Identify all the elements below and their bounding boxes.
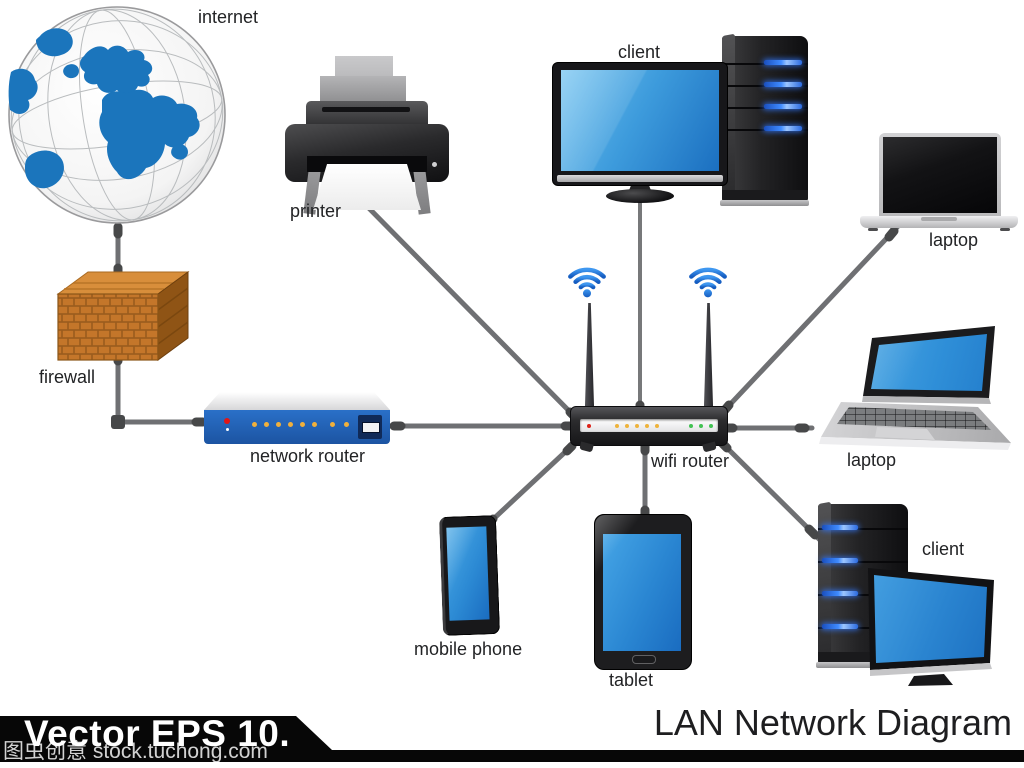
laptop-front-view [860,133,1018,231]
monitor-stand-neck [628,182,652,193]
firewall-front [57,293,159,361]
printer-output-paper [313,164,421,210]
wifi-router-device [570,406,728,446]
tower-led [764,126,802,131]
router-led-white [226,428,229,431]
internet-label: internet [198,7,259,27]
mobile-phone-label: mobile phone [414,639,523,659]
firewall-label: firewall [39,367,96,387]
router-led-amber [344,422,349,427]
cable-printer-wifi-router [344,183,581,423]
wifi-signal-icon-left [568,267,606,298]
phone-glare [446,526,490,621]
tower-groove [818,594,908,596]
network-router-device [204,392,390,444]
router-led-amber [312,422,317,427]
cable-laptop-top-wifi-router [719,220,904,416]
monitor-screen [561,70,719,171]
mobile-phone-device [438,515,501,636]
tablet-glare [595,515,691,669]
router-led-amber [288,422,293,427]
stock-watermark: 图虫创意 stock.tuchong.com [3,740,268,763]
wifi-router-label: wifi router [651,451,730,471]
tower-groove [818,528,908,530]
cable-client-bottom-wifi-router [717,438,825,545]
server-tower-top [720,33,810,206]
wifi-antenna-left [584,303,595,409]
laptop-open-3d [815,312,1024,460]
printer-device [278,52,458,215]
cable-connectors [113,186,899,540]
tablet-screen [603,534,681,651]
tower-led [764,104,802,109]
wifi-router-front-stripe [580,419,718,432]
monitor-screen [874,575,987,663]
wifi-signal-icon-right [689,267,727,298]
laptop-keyboard [837,407,991,430]
tablet-device [594,514,692,670]
router-led-red [224,418,230,424]
tower-led [764,60,802,65]
wifi-led-amber [615,424,619,428]
internet-globe [8,6,226,224]
laptop-hinge [862,396,991,404]
tower-groove [818,627,908,629]
router-led-amber [330,422,335,427]
network-router-top [204,392,390,410]
laptop-foot [868,228,878,231]
monitor-glare [561,70,719,171]
diagram-title: LAN Network Diagram [653,702,1012,743]
tower-led [822,558,858,563]
laptop-latch-notch [921,217,957,221]
client-top-label: client [618,42,661,62]
wifi-led-green [699,424,703,428]
globe-continents [8,28,200,189]
tablet-label: tablet [609,670,654,690]
laptop-base [860,216,1018,228]
printer-feed-slot [322,107,410,112]
banner-text: Vector EPS 10. [24,713,291,754]
wifi-led-green [689,424,693,428]
printer-label: printer [290,201,342,221]
laptop-trackpad [875,427,935,440]
laptop-mid-label: laptop [847,450,897,470]
printer-power-button [432,162,437,167]
tower-plinth [816,662,910,668]
wifi-led-green [709,424,713,428]
wifi-led-red [587,424,591,428]
laptop-screen [883,137,997,213]
firewall-brick-wall [56,271,190,361]
monitor-stand-base [606,189,674,203]
router-led-amber [252,422,257,427]
wifi-led-amber [635,424,639,428]
tablet-home-button [632,655,656,664]
router-led-amber [300,422,305,427]
tower-led [764,82,802,87]
router-usb-port [358,415,382,439]
cable-elbow-joint [111,415,125,429]
client-monitor-top [552,62,728,186]
wifi-led-amber [645,424,649,428]
cable-phone-wifi-router [485,438,580,527]
tower-led [822,624,858,629]
laptop-foot [1000,228,1010,231]
wifi-led-amber [625,424,629,428]
monitor-stand [908,674,953,686]
tower-led [822,591,858,596]
client-monitor-bottom [856,560,998,688]
tower-led [822,525,858,530]
tower-base [722,190,808,202]
wifi-led-amber [655,424,659,428]
tower-plinth [720,200,810,206]
laptop-top-label: laptop [929,230,979,250]
network-router-label: network router [250,446,366,466]
tower-groove [818,561,908,563]
router-led-amber [264,422,269,427]
client-bottom-label: client [922,539,965,559]
monitor-bottom-strip [557,175,723,182]
wifi-antenna-right [703,303,714,409]
router-led-amber [276,422,281,427]
